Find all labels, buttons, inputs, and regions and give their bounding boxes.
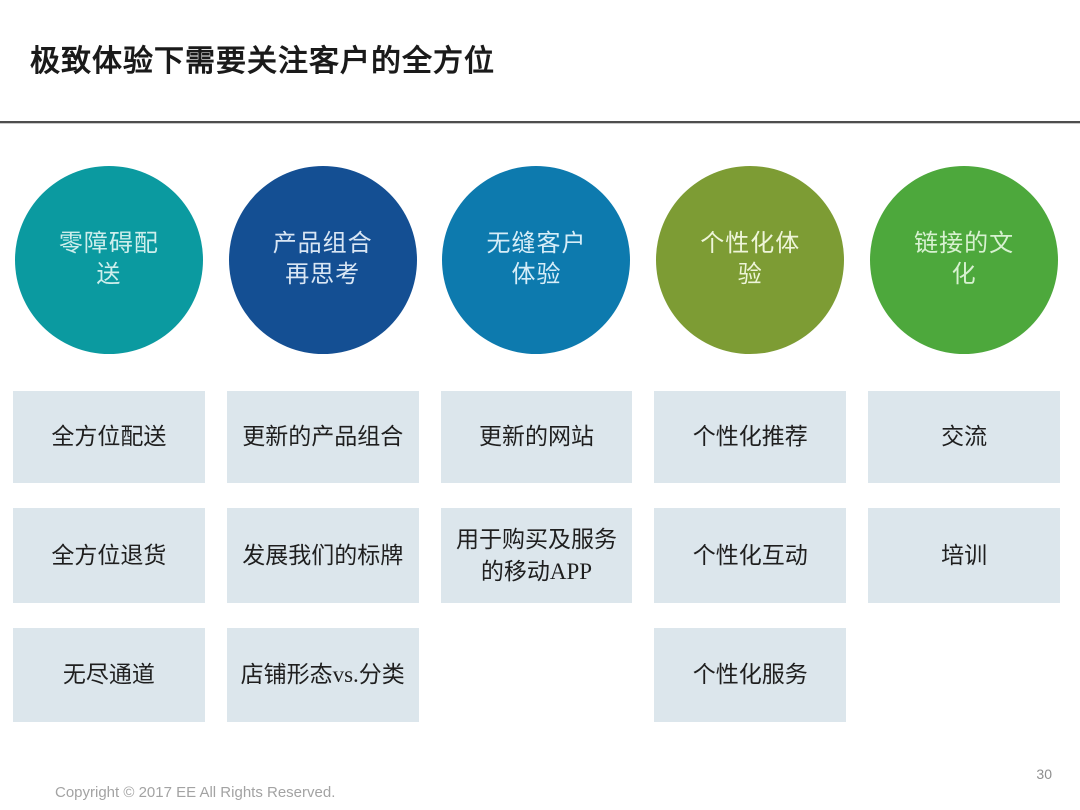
concept-circle-assortment: 产品组合再思考 — [228, 166, 417, 354]
detail-box: 个性化服务 — [654, 628, 847, 722]
detail-box: 更新的网站 — [440, 391, 633, 483]
title-divider — [0, 121, 1080, 124]
detail-box: 发展我们的标牌 — [226, 508, 419, 603]
concept-circle-delivery: 零障碍配送 — [14, 166, 203, 354]
detail-box: 个性化推荐 — [654, 391, 847, 483]
circle-label: 无缝客户体验 — [486, 230, 587, 288]
concept-circle-seamless-experience: 无缝客户体验 — [442, 166, 631, 354]
circle-label: 个性化体验 — [700, 230, 801, 288]
detail-box: 全方位退货 — [13, 508, 205, 603]
detail-grid: 全方位配送 更新的产品组合 更新的网站 个性化推荐 交流 全方位退货 发展我们的… — [13, 391, 1060, 722]
detail-box: 用于购买及服务的移动APP — [440, 508, 633, 603]
circle-label: 链接的文化 — [914, 230, 1015, 288]
page-title: 极致体验下需要关注客户的全方位 — [30, 45, 495, 78]
detail-box: 更新的产品组合 — [226, 391, 419, 483]
detail-box: 交流 — [868, 391, 1060, 483]
detail-box: 店铺形态vs.分类 — [226, 628, 419, 722]
detail-box: 个性化互动 — [654, 508, 847, 603]
page-number: 30 — [1036, 766, 1052, 782]
circle-label: 产品组合再思考 — [272, 230, 373, 288]
circle-row: 零障碍配送 产品组合再思考 无缝客户体验 个性化体验 链接的文化 — [13, 166, 1060, 354]
concept-circle-personalization: 个性化体验 — [656, 166, 845, 354]
circle-label: 零障碍配送 — [58, 230, 159, 288]
detail-box: 全方位配送 — [13, 391, 205, 483]
detail-box: 培训 — [868, 508, 1060, 603]
concept-circle-culture: 链接的文化 — [870, 166, 1059, 354]
copyright-text: Copyright © 2017 EE All Rights Reserved. — [55, 784, 336, 801]
detail-box: 无尽通道 — [13, 628, 205, 722]
